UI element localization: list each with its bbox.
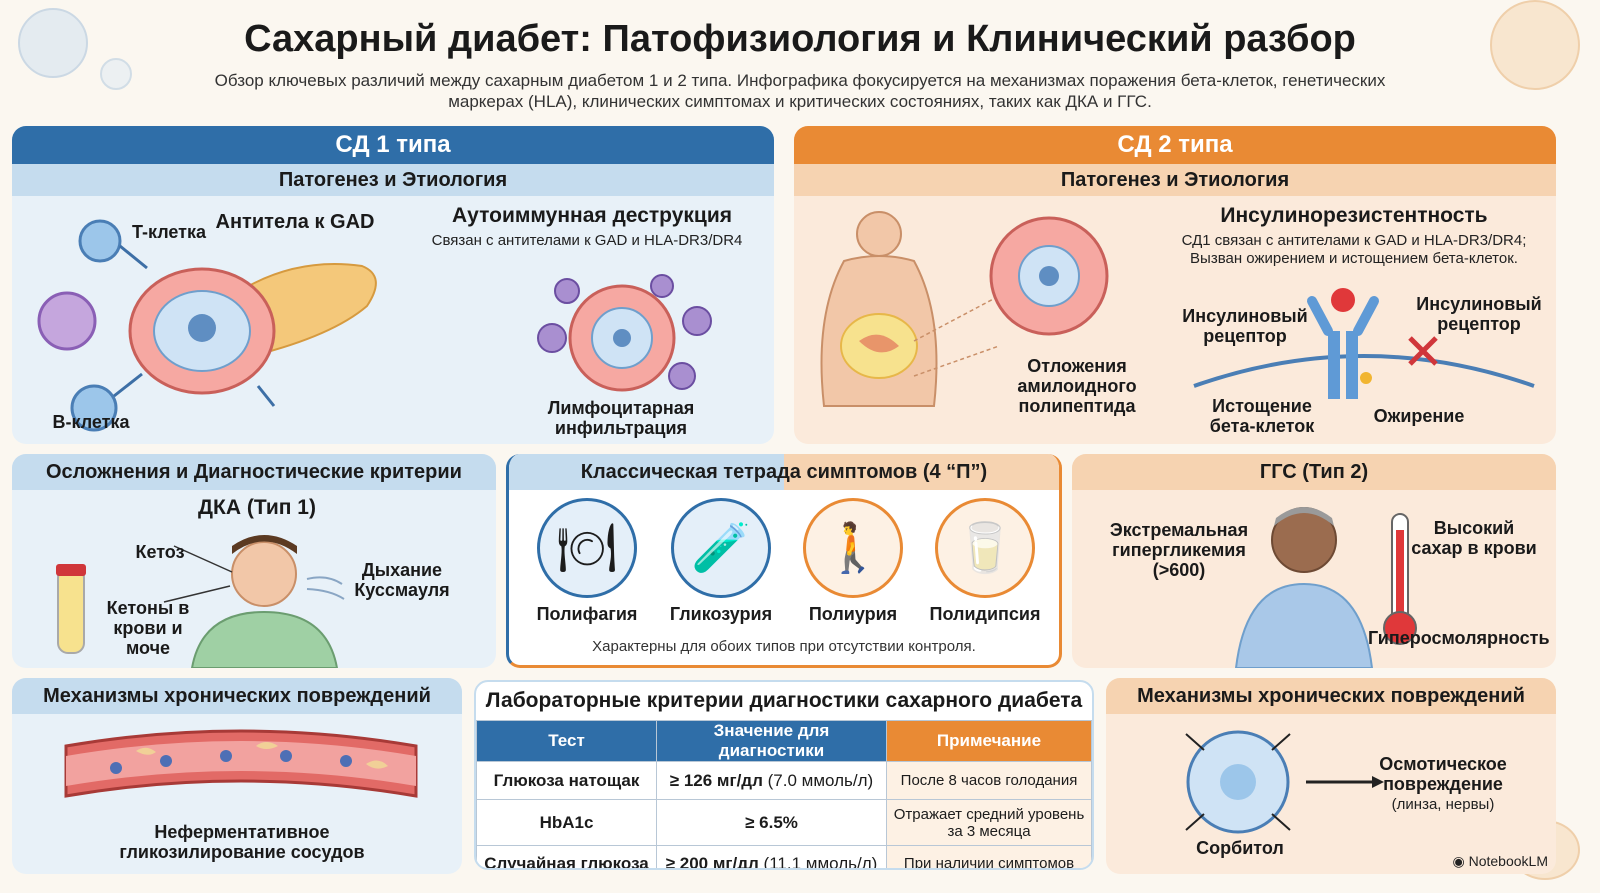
decor-cell-topleft [18,8,88,78]
polyuria-icon: 🚶 [803,498,903,598]
value-main: ≥ 126 мг/дл [669,770,763,790]
kussmaul-label: Дыхание Куссмауля [354,560,450,600]
hhs-panel: ГГС (Тип 2) Экстремальная гипергликемия … [1072,454,1556,668]
tetrad-note: Характерны для обоих типов при отсутстви… [592,638,976,655]
extreme-hyperglycemia-label: Экстремальная гипергликемия (>600) [1109,520,1249,580]
complications-header: Осложнения и Диагностические критерии [12,454,496,490]
hhs-header: ГГС (Тип 2) [1072,454,1556,490]
cell-test: HbA1c [476,799,657,846]
beta-cell-exhaustion-label: Истощение бета-клеток [1209,396,1315,436]
type1-panel: СД 1 типа Патогенез и Этиология T-клетка… [12,126,774,444]
polydipsia-label: Полидипсия [929,604,1041,624]
tetrad-header: Классическая тетрада симптомов (4 “П”) [509,454,1059,490]
glycosuria-icon: 🧪 [671,498,771,598]
col-test: Тест [476,720,657,762]
decor-cell-topright [1490,0,1580,90]
b-cell-label: B-клетка [52,412,130,432]
gad-antibodies-label: Антитела к GAD [215,211,375,233]
autoimmune-desc: Связан с антителами к GAD и HLA-DR3/DR4 [431,232,743,249]
amyloid-label: Отложения амилоидного полипептида [1017,356,1137,416]
ketosis-label: Кетоз [135,542,185,562]
lab-criteria-header: Лабораторные критерии диагностики сахарн… [485,689,1083,712]
chronic-damage-left-panel: Механизмы хронических повреждений Неферм… [12,678,462,874]
receptor-left-label: Инсулиновый рецептор [1182,306,1308,346]
chronic-damage-right-panel: Механизмы хронических повреждений Сорбит… [1106,678,1556,874]
symptom-glycosuria: 🧪 Гликозурия [661,498,781,625]
complications-panel: Осложнения и Диагностические критерии ДК… [12,454,496,668]
type2-panel: СД 2 типа Патогенез и Этиология Отложени… [794,126,1556,444]
chronic-damage-left-header: Механизмы хронических повреждений [12,678,462,714]
type1-subheader: Патогенез и Этиология [12,164,774,196]
obesity-label: Ожирение [1373,406,1465,426]
cell-note: При наличии симптомов [886,845,1092,868]
decor-cell-topleft-small [100,58,132,90]
type1-header: СД 1 типа [12,126,774,164]
lab-criteria-panel: Лабораторные критерии диагностики сахарн… [474,680,1094,870]
value-main: ≥ 200 мг/дл [665,853,759,870]
t-cell-label: T-клетка [131,222,207,242]
polyuria-label: Полиурия [808,604,898,624]
value-extra: (7.0 ммоль/л) [767,770,874,790]
value-main: ≥ 6.5% [745,812,798,832]
autoimmune-heading: Аутоиммунная деструкция [452,204,732,227]
type2-subheader: Патогенез и Этиология [794,164,1556,196]
cell-value: ≥ 200 мг/дл (11.1 ммоль/л) [656,845,887,870]
islet-infiltration-illustration [537,274,712,392]
hyperosmolarity-label: Гиперосмолярность [1368,628,1550,648]
table-header-row: Тест Значение для диагностики Примечание [476,720,1092,762]
cell-note: После 8 часов голодания [886,761,1092,800]
glycation-label: Неферментативное гликозилирование сосудо… [119,822,365,862]
dka-illustration [56,535,345,668]
sorbitol-cell-illustration [1185,730,1384,834]
cell-value: ≥ 6.5% [656,799,887,846]
table-row: Глюкоза натощак ≥ 126 мг/дл (7.0 ммоль/л… [476,761,1092,800]
lab-criteria-table: Тест Значение для диагностики Примечание… [476,720,1092,870]
insulin-resistance-heading: Инсулинорезистентность [1220,204,1488,227]
dka-heading: ДКА (Тип 1) [198,496,316,519]
tetrad-panel: Классическая тетрада симптомов (4 “П”) 🍽… [506,454,1062,668]
receptor-right-label: Инсулиновый рецептор [1416,294,1542,334]
page-subtitle: Обзор ключевых различий между сахарным д… [214,71,1386,111]
col-value: Значение для диагностики [656,720,887,762]
receptor-illustration [1193,288,1535,399]
lymphocyte-infiltration-label: Лимфоцитарная инфильтрация островков [547,398,695,444]
page-title: Сахарный диабет: Патофизиология и Клинич… [244,18,1356,60]
polyphagia-label: Полифагия [536,604,638,624]
polyphagia-icon: 🍽 [537,498,637,598]
notebooklm-icon: ◉ [1452,853,1465,869]
table-row: Случайная глюкоза ≥ 200 мг/дл (11.1 ммол… [476,845,1092,870]
col-note: Примечание [886,720,1092,762]
symptom-polyphagia: 🍽 Полифагия [527,498,647,625]
high-blood-sugar-label: Высокий сахар в крови [1411,518,1537,558]
chronic-damage-right-header: Механизмы хронических повреждений [1106,678,1556,714]
table-row: HbA1c ≥ 6.5% Отражает средний уровень за… [476,799,1092,846]
symptom-polyuria: 🚶 Полиурия [793,498,913,625]
watermark: ◉ NotebookLM [1453,853,1549,870]
glycosuria-label: Гликозурия [669,604,773,624]
body-illustration [820,211,1109,407]
cell-value: ≥ 126 мг/дл (7.0 ммоль/л) [656,761,887,800]
insulin-resistance-desc: СД1 связан с антителами к GAD и HLA-DR3/… [1181,232,1527,267]
cell-test: Глюкоза натощак [476,761,657,800]
osmotic-damage-sub: (линза, нервы) [1391,796,1495,813]
sorbitol-label: Сорбитол [1196,838,1284,858]
cell-note: Отражает средний уровень за 3 месяца [886,799,1092,846]
osmotic-damage-label: Осмотическое повреждение [1379,754,1507,794]
symptom-polydipsia: 🥛 Полидипсия [925,498,1045,625]
vessel-illustration [64,729,418,798]
hhs-illustration [1234,507,1417,668]
ketones-label: Кетоны в крови и моче [106,598,190,658]
cell-test: Случайная глюкоза [476,845,657,868]
pancreas-illustration [37,219,377,432]
watermark-text: NotebookLM [1468,853,1548,869]
polydipsia-icon: 🥛 [935,498,1035,598]
type2-header: СД 2 типа [794,126,1556,164]
tetrad-title: Классическая тетрада симптомов (4 “П”) [580,461,988,483]
value-extra: (11.1 ммоль/л) [763,853,878,870]
